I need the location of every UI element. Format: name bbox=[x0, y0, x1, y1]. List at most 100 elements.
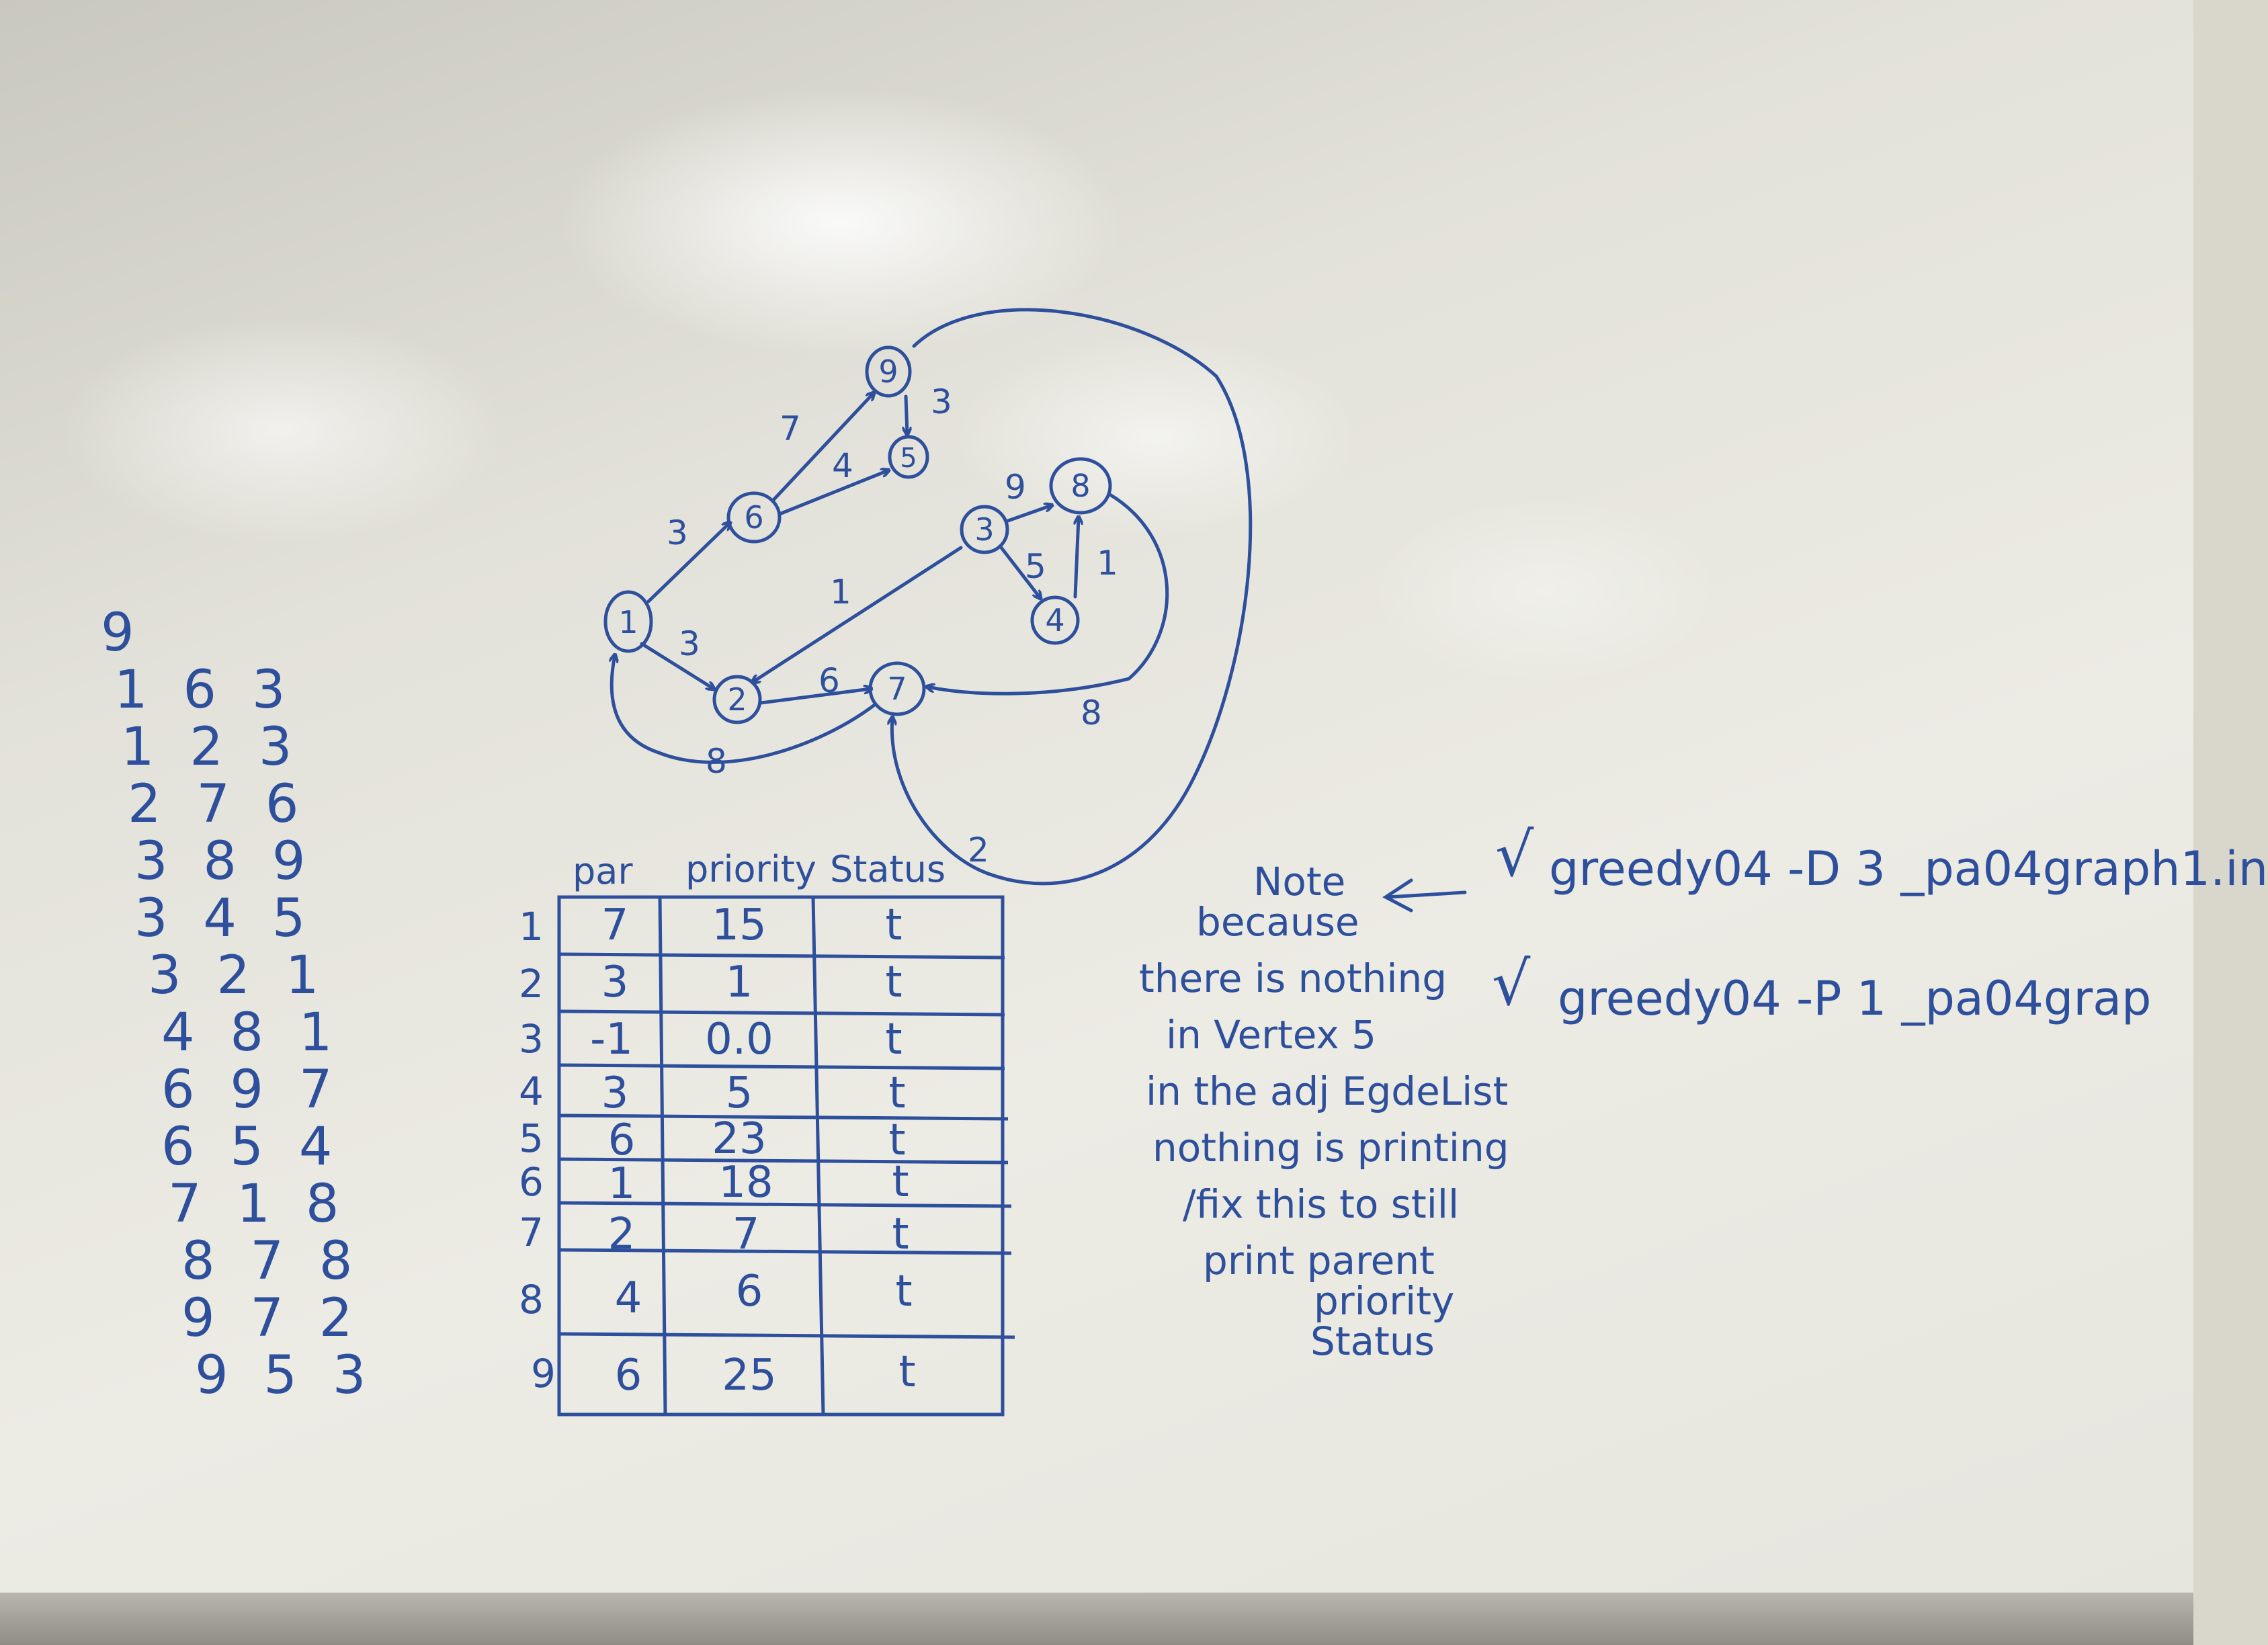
edge-weight: 6 bbox=[818, 661, 840, 700]
node-label: 4 bbox=[1045, 602, 1064, 638]
table-cell-status: t bbox=[888, 1115, 906, 1165]
graph-edge bbox=[640, 642, 714, 689]
list-line: 9 7 2 bbox=[181, 1288, 362, 1349]
graph-edge bbox=[612, 655, 876, 764]
graph-node-9 bbox=[865, 345, 912, 398]
node-label: 8 bbox=[1070, 468, 1090, 504]
list-line: 2 7 6 bbox=[128, 774, 308, 835]
edge-weight: 3 bbox=[667, 513, 688, 552]
command-line-1: greedy04 -D 3 _pa04graph1.in bbox=[1549, 841, 2268, 896]
table-cell-priority: 5 bbox=[725, 1068, 753, 1118]
node-label: 5 bbox=[900, 443, 917, 474]
table-cell-priority: 23 bbox=[712, 1114, 767, 1164]
note-line: in Vertex 5 bbox=[1166, 1012, 1377, 1058]
graph-edge bbox=[927, 492, 1169, 695]
table-cell-par: 6 bbox=[614, 1351, 642, 1400]
edge-weight: 3 bbox=[931, 382, 952, 421]
edge-weight: 8 bbox=[1081, 693, 1102, 732]
table-cell-par: 7 bbox=[601, 900, 629, 950]
table-cell-priority: 0.0 bbox=[705, 1015, 773, 1064]
node-label: 9 bbox=[878, 353, 898, 390]
note-line: nothing is printing bbox=[1152, 1125, 1509, 1171]
list-line: 1 2 3 bbox=[121, 717, 302, 777]
table-cell-status: t bbox=[892, 1157, 909, 1207]
table-cell-status: t bbox=[885, 1015, 902, 1064]
list-line: 8 7 8 bbox=[181, 1231, 362, 1292]
graph-edge bbox=[646, 523, 730, 603]
row-number: 4 bbox=[519, 1068, 544, 1114]
marker-tray bbox=[0, 1593, 2193, 1645]
table-cell-status: t bbox=[895, 1267, 913, 1316]
table-cell-status: t bbox=[892, 1210, 909, 1259]
table-header-priority: priority bbox=[685, 848, 816, 890]
row-number: 7 bbox=[519, 1210, 544, 1255]
list-line: 7 1 8 bbox=[168, 1174, 349, 1234]
table-cell-status: t bbox=[885, 900, 902, 950]
note-line: Status bbox=[1310, 1318, 1435, 1364]
note-line: Note bbox=[1253, 859, 1346, 904]
list-line-count: 9 bbox=[101, 603, 144, 663]
edge-weight: 1 bbox=[830, 573, 851, 611]
graph-edge bbox=[999, 546, 1040, 598]
note-line: there is nothing bbox=[1139, 956, 1447, 1001]
row-number: 3 bbox=[519, 1016, 544, 1062]
graph-edge bbox=[759, 689, 871, 705]
note-line: in the adj EgdeList bbox=[1146, 1068, 1509, 1114]
node-label: 6 bbox=[744, 499, 763, 536]
row-number: 1 bbox=[519, 904, 544, 950]
whiteboard bbox=[0, 0, 2193, 1645]
table-cell-priority: 6 bbox=[735, 1267, 763, 1316]
row-number: 5 bbox=[519, 1115, 544, 1161]
node-label: 2 bbox=[727, 681, 747, 718]
edge-weight: 7 bbox=[780, 409, 801, 448]
list-line: 1 6 3 bbox=[114, 660, 295, 720]
table-header-par: par bbox=[573, 850, 633, 892]
row-number: 8 bbox=[519, 1277, 544, 1322]
edge-weight: 5 bbox=[1025, 547, 1046, 586]
table-cell-par: 6 bbox=[607, 1115, 636, 1165]
list-line: 9 5 3 bbox=[195, 1345, 376, 1406]
note-line: because bbox=[1196, 899, 1359, 945]
note-line: /fix this to still bbox=[1183, 1181, 1460, 1227]
check-mark-icon: √ bbox=[1495, 820, 1534, 890]
row-number: 9 bbox=[531, 1351, 556, 1396]
table-cell-priority: 18 bbox=[718, 1158, 773, 1208]
table-cell-par: 2 bbox=[607, 1210, 636, 1259]
edge-weight: 8 bbox=[706, 742, 727, 781]
edge-weight: 1 bbox=[1097, 544, 1118, 583]
graph-node-2 bbox=[712, 675, 762, 724]
list-line: 3 4 5 bbox=[134, 888, 315, 949]
list-line: 4 8 1 bbox=[161, 1003, 342, 1063]
graph-edge bbox=[771, 393, 874, 503]
edge-weight: 4 bbox=[832, 446, 853, 485]
node-label: 3 bbox=[974, 511, 994, 548]
graph-node-3 bbox=[960, 505, 1009, 554]
edge-weight: 9 bbox=[1005, 468, 1026, 507]
list-line: 3 2 1 bbox=[148, 945, 329, 1006]
table-cell-priority: 15 bbox=[712, 900, 767, 950]
graph-node-8 bbox=[1049, 457, 1112, 515]
graph-edge bbox=[906, 394, 907, 434]
table-cell-status: t bbox=[885, 958, 902, 1007]
graph-node-4 bbox=[1030, 595, 1080, 645]
table-cell-status: t bbox=[898, 1347, 916, 1397]
table-cell-par: 4 bbox=[614, 1273, 642, 1323]
list-line: 6 9 7 bbox=[161, 1060, 342, 1120]
table-cell-par: 3 bbox=[601, 1068, 629, 1118]
graph-node-6 bbox=[726, 491, 782, 544]
note-arrow bbox=[1382, 878, 1467, 913]
row-number: 2 bbox=[519, 961, 544, 1007]
note-line: print parent bbox=[1203, 1238, 1435, 1283]
note-line: priority bbox=[1314, 1278, 1455, 1324]
row-number: 6 bbox=[519, 1159, 544, 1205]
table-cell-par: 3 bbox=[601, 958, 629, 1007]
graph-edge bbox=[778, 470, 888, 516]
edge-weight: 2 bbox=[968, 831, 989, 870]
graph-edge bbox=[1073, 517, 1079, 599]
table-cell-par: -1 bbox=[590, 1015, 633, 1064]
table-cell-par: 1 bbox=[607, 1159, 636, 1209]
graph-node-5 bbox=[888, 435, 929, 479]
edge-weight: 3 bbox=[679, 624, 700, 663]
graph-edge bbox=[1006, 505, 1052, 523]
graph-node-1 bbox=[603, 590, 653, 653]
